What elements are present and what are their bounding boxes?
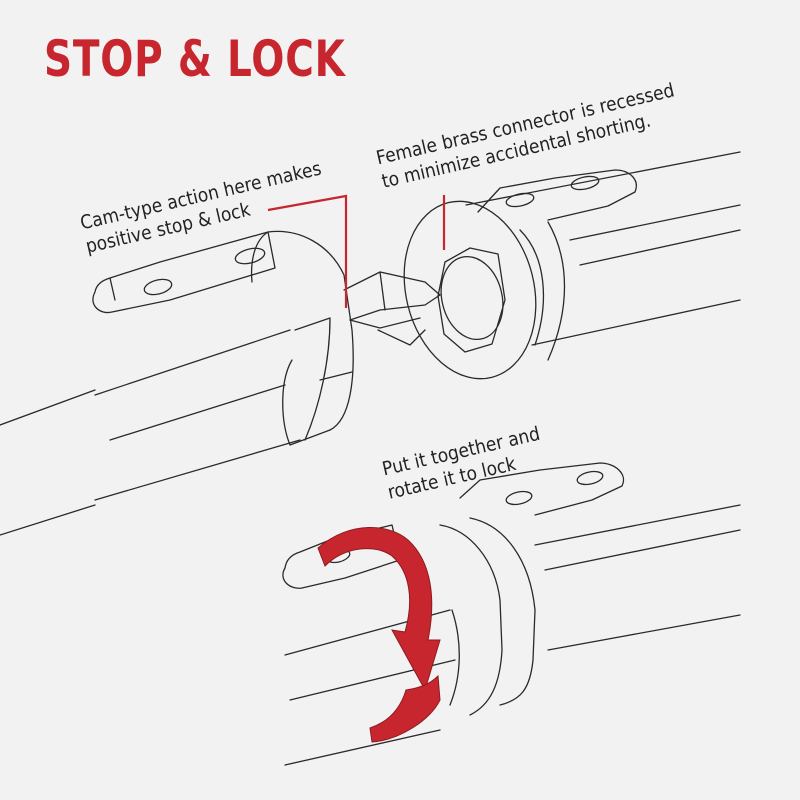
curved-rotate-arrow-icon <box>317 526 441 743</box>
male-connector-top <box>0 230 441 536</box>
leader-line-cam-action <box>267 194 348 308</box>
assembled-connector-bottom <box>282 462 741 766</box>
page-title: STOP & LOCK <box>44 30 346 88</box>
female-connector-top <box>403 151 741 380</box>
callout-leaders <box>267 194 446 308</box>
